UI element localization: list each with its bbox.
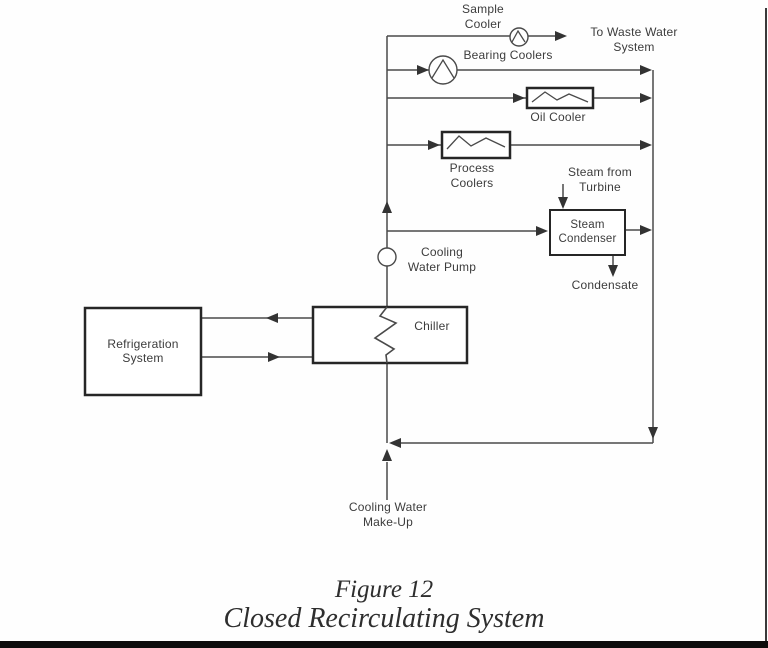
right-arrow-icon [640,93,652,103]
process-coolers-line [387,140,652,150]
sample-cooler-symbol [509,27,529,47]
process-coolers-symbol [440,130,512,160]
bearing-coolers-label: Bearing Coolers [463,48,553,62]
steam-from-turbine-label: Steam from Turbine [567,165,632,194]
left-arrow-icon [389,438,401,448]
return-header-line [389,70,658,448]
down-arrow-icon [648,427,658,439]
process-coolers-label: Process Coolers [449,161,495,190]
cooling-water-pump-symbol [377,247,397,267]
bearing-coolers-line [387,65,652,75]
right-arrow-icon [428,140,440,150]
page-bottom-border [0,641,768,648]
left-arrow-icon [266,313,278,323]
oil-cooler-line [387,93,652,103]
cooling-water-pump-label: Cooling Water Pump [407,245,477,274]
right-arrow-icon [513,93,525,103]
down-arrow-icon [608,265,618,277]
condensate-label: Condensate [571,278,639,292]
condenser-outlet-line [625,225,652,235]
condenser-feed-line [387,226,548,236]
refrigerant-supply-line [201,352,313,362]
right-arrow-icon [268,352,280,362]
figure-number: Figure 12 [334,576,434,603]
steam-condenser-label: Steam Condenser [558,219,617,245]
oil-cooler-symbol [525,86,595,110]
oil-cooler-label: Oil Cooler [530,110,586,124]
figure-title: Closed Recirculating System [223,603,545,634]
down-arrow-icon [558,197,568,209]
chiller-coil-icon [373,306,398,364]
sample-cooler-label: Sample Cooler [462,2,504,31]
right-arrow-icon [536,226,548,236]
makeup-water-line [382,449,392,500]
waste-water-label: To Waste Water System [590,25,678,54]
right-arrow-icon [417,65,429,75]
steam-inlet-line [558,184,568,209]
right-arrow-icon [640,65,652,75]
page-right-border [765,8,767,641]
chiller-box [311,305,469,365]
up-arrow-icon [382,449,392,461]
up-flow-arrow-icon [382,201,392,213]
refrigeration-system-label: Refrigeration System [107,336,179,365]
right-arrow-icon [640,225,652,235]
cooling-water-makeup-label: Cooling Water Make-Up [348,500,428,529]
bearing-coolers-symbol [428,55,458,85]
right-arrow-icon [640,140,652,150]
chiller-label: Chiller [414,319,450,333]
sample-cooler-line [387,31,567,41]
condensate-drain-line [608,255,618,277]
steam-condenser-box [549,209,626,256]
right-arrow-icon [555,31,567,41]
refrigeration-system-box [83,306,203,397]
refrigerant-return-line [201,313,313,323]
